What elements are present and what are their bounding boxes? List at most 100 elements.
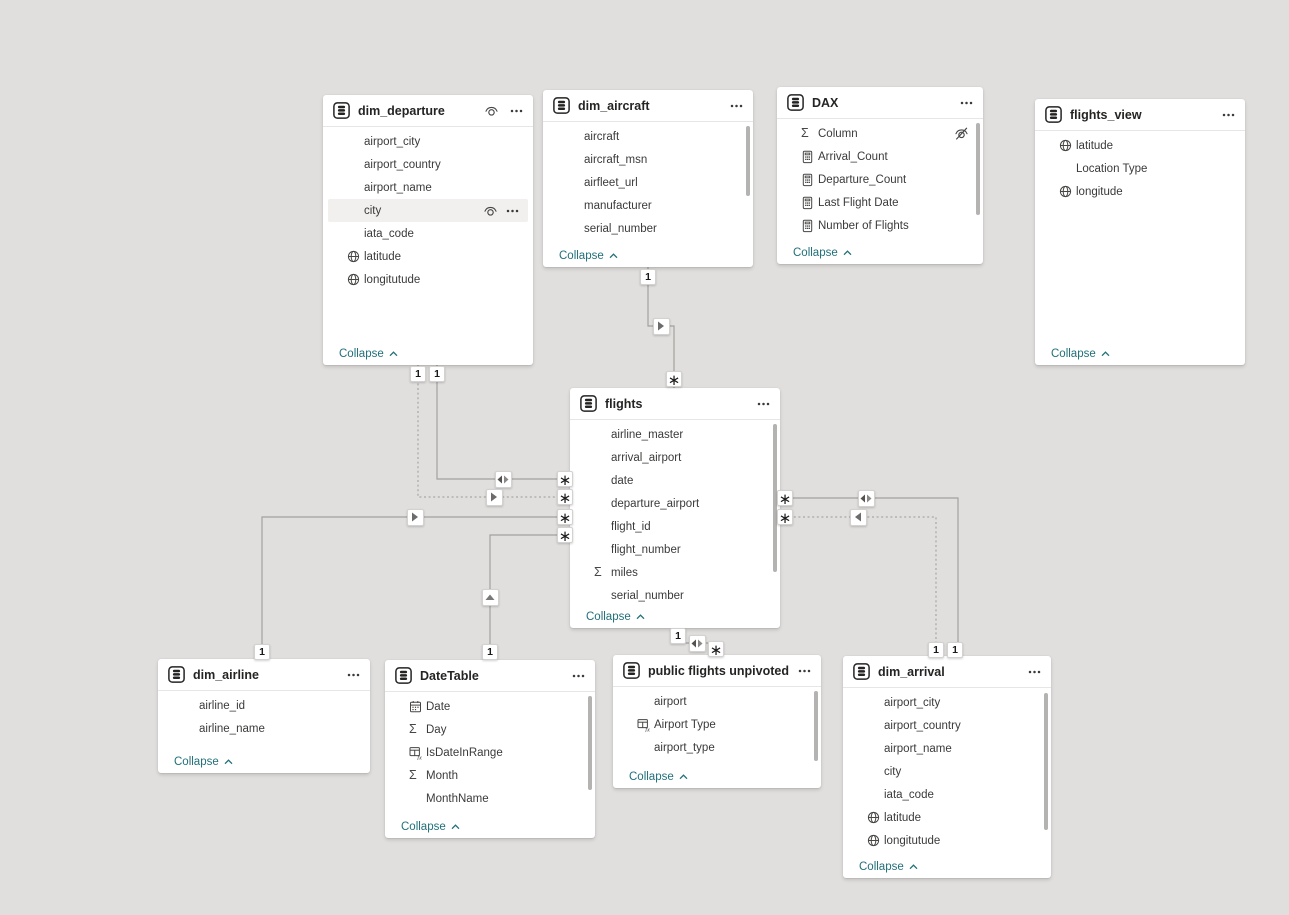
eye-icon[interactable] [484, 105, 499, 117]
field-row[interactable]: manufacturer [548, 194, 748, 217]
field-row[interactable]: serial_number [575, 584, 775, 607]
collapse-label: Collapse [339, 348, 384, 360]
field-label: airline_name [199, 722, 265, 735]
ellipsis-icon[interactable] [506, 209, 519, 213]
ellipsis-icon[interactable] [1222, 113, 1235, 117]
table-card-header[interactable]: dim_arrival [843, 656, 1051, 688]
filter-direction-right-icon[interactable] [652, 317, 670, 335]
table-card-header[interactable]: DAX [777, 87, 983, 119]
filter-direction-both-icon[interactable] [494, 470, 512, 488]
filter-direction-both-icon[interactable] [688, 634, 706, 652]
ellipsis-icon[interactable] [960, 101, 973, 105]
field-row[interactable]: longitude [1040, 180, 1240, 203]
filter-direction-right-icon[interactable] [485, 488, 503, 506]
field-row[interactable]: arrival_airport [575, 446, 775, 469]
field-row[interactable]: airport_country [328, 153, 528, 176]
scrollbar-thumb[interactable] [746, 126, 750, 196]
field-row[interactable]: iata_code [328, 222, 528, 245]
field-row[interactable]: departure_airport [575, 492, 775, 515]
field-row[interactable]: airline_master [575, 423, 775, 446]
table-card-header[interactable]: dim_aircraft [543, 90, 753, 122]
ellipsis-icon[interactable] [730, 104, 743, 108]
field-row[interactable]: aircraft [548, 125, 748, 148]
ellipsis-icon[interactable] [1028, 670, 1041, 674]
filter-direction-both-icon[interactable] [857, 489, 875, 507]
filter-direction-right-icon[interactable] [406, 508, 424, 526]
field-row[interactable]: city [848, 760, 1046, 783]
field-row[interactable]: Date [390, 695, 590, 718]
field-row[interactable]: aircraft_msn [548, 148, 748, 171]
field-row[interactable]: airport_country [848, 714, 1046, 737]
field-row[interactable]: Location Type [1040, 157, 1240, 180]
field-row[interactable]: Arrival_Count [782, 145, 978, 168]
field-row[interactable]: airline_id [163, 694, 365, 717]
relationship-line-dim_departure-to-flights-active[interactable] [436, 365, 570, 480]
field-row[interactable]: latitude [848, 806, 1046, 829]
field-row[interactable]: airport_city [848, 691, 1046, 714]
field-row[interactable]: city [328, 199, 528, 222]
relationship-line-flights-to-dim_arrival-active[interactable] [780, 497, 959, 656]
ellipsis-icon[interactable] [510, 109, 523, 113]
field-row[interactable]: longitutude [848, 829, 1046, 852]
collapse-label: Collapse [793, 247, 838, 259]
ellipsis-icon[interactable] [347, 673, 360, 677]
collapse-button[interactable]: Collapse [859, 861, 918, 873]
collapse-button[interactable]: Collapse [586, 611, 645, 623]
collapse-button[interactable]: Collapse [339, 348, 398, 360]
scrollbar-thumb[interactable] [588, 696, 592, 790]
field-row[interactable]: MonthName [390, 787, 590, 810]
scrollbar-thumb[interactable] [1044, 693, 1048, 830]
ellipsis-icon[interactable] [798, 669, 811, 673]
field-row[interactable]: longitutude [328, 268, 528, 291]
field-row[interactable]: iata_code [848, 783, 1046, 806]
field-row[interactable]: airport_city [328, 130, 528, 153]
ellipsis-icon[interactable] [572, 674, 585, 678]
collapse-button[interactable]: Collapse [174, 756, 233, 768]
collapse-button[interactable]: Collapse [401, 821, 460, 833]
relationship-line-dim_airline-to-flights[interactable] [261, 516, 570, 659]
field-row[interactable]: airport [618, 690, 816, 713]
field-row[interactable]: date [575, 469, 775, 492]
calculator-icon [801, 214, 817, 237]
filter-direction-left-icon[interactable] [849, 508, 867, 526]
eye-icon[interactable] [483, 205, 498, 217]
table-card-header[interactable]: dim_airline [158, 659, 370, 691]
field-row[interactable]: airport_name [848, 737, 1046, 760]
field-row[interactable]: serial_number [548, 217, 748, 240]
field-row[interactable]: airfleet_url [548, 171, 748, 194]
ellipsis-icon[interactable] [757, 402, 770, 406]
scrollbar-thumb[interactable] [814, 691, 818, 761]
field-row[interactable]: Last Flight Date [782, 191, 978, 214]
field-row[interactable]: latitude [328, 245, 528, 268]
table-card-header[interactable]: DateTable [385, 660, 595, 692]
eye-slash-icon[interactable] [954, 127, 969, 140]
relationship-line-datetable-to-flights[interactable] [489, 534, 570, 660]
scrollbar-thumb[interactable] [976, 123, 980, 215]
table-card-header[interactable]: dim_departure [323, 95, 533, 127]
field-row[interactable]: airport_type [618, 736, 816, 759]
field-row[interactable]: latitude [1040, 134, 1240, 157]
field-label: MonthName [426, 792, 489, 805]
field-row[interactable]: Number of Flights [782, 214, 978, 237]
collapse-button[interactable]: Collapse [629, 771, 688, 783]
collapse-button[interactable]: Collapse [559, 250, 618, 262]
field-row[interactable]: airline_name [163, 717, 365, 740]
filter-direction-up-icon[interactable] [481, 588, 499, 606]
table-card-header[interactable]: flights_view [1035, 99, 1245, 131]
field-row[interactable]: Departure_Count [782, 168, 978, 191]
relationship-line-flights-to-dim_arrival-inactive[interactable] [780, 516, 937, 656]
field-row[interactable]: airport_name [328, 176, 528, 199]
collapse-button[interactable]: Collapse [793, 247, 852, 259]
collapse-button[interactable]: Collapse [1051, 348, 1110, 360]
scrollbar-thumb[interactable] [773, 424, 777, 572]
table-card-header[interactable]: flights [570, 388, 780, 420]
field-row[interactable]: flight_id [575, 515, 775, 538]
table-card-header[interactable]: public flights unpivoted [613, 655, 821, 687]
field-row[interactable]: flight_number [575, 538, 775, 561]
